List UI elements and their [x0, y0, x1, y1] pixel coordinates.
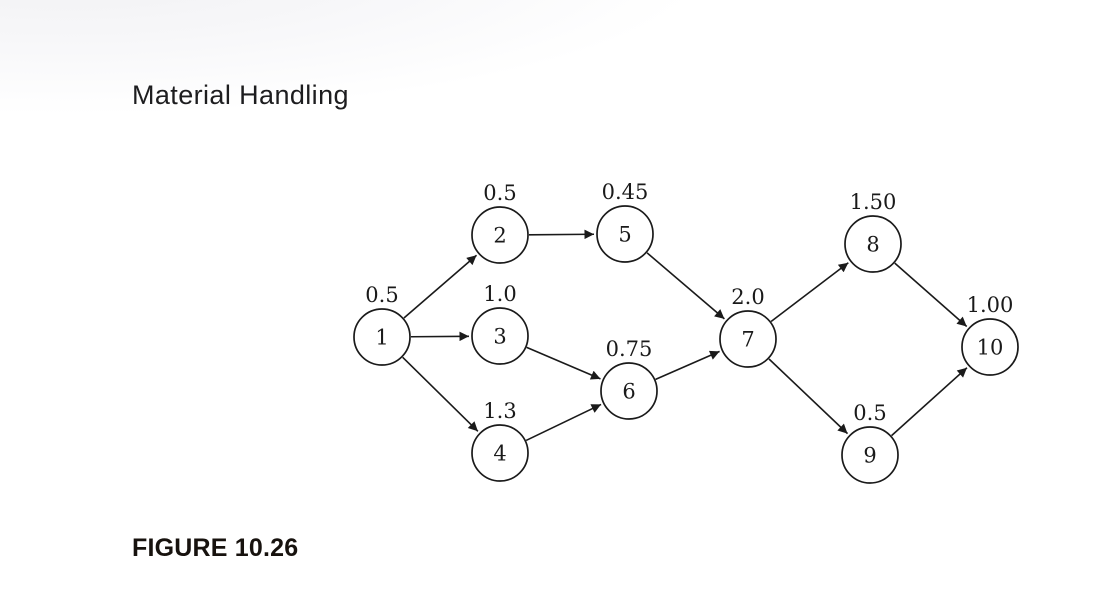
- edge-1-2: [403, 254, 478, 319]
- node-weight-2: 0.5: [483, 181, 516, 205]
- edge-4-6: [525, 403, 602, 442]
- node-circle-10: [961, 318, 1019, 376]
- node-circle-3: [471, 307, 529, 365]
- node-number-1: 1: [375, 326, 388, 350]
- node-weight-5: 0.45: [602, 180, 649, 204]
- edge-7-8: [770, 262, 849, 323]
- node-number-8: 8: [866, 233, 879, 257]
- node-number-7: 7: [741, 328, 754, 352]
- node-number-2: 2: [493, 224, 506, 248]
- edge-8-10: [894, 262, 968, 328]
- node-weight-3: 1.0: [483, 282, 516, 306]
- edge-9-10: [891, 367, 968, 437]
- node-number-4: 4: [493, 442, 506, 466]
- node-number-9: 9: [863, 444, 876, 468]
- node-number-5: 5: [618, 223, 631, 247]
- edge-2-5: [528, 229, 595, 240]
- edge-7-9: [768, 358, 849, 435]
- node-number-3: 3: [493, 325, 506, 349]
- edge-1-4: [402, 356, 479, 432]
- node-weight-9: 0.5: [853, 401, 886, 425]
- node-circle-8: [844, 215, 902, 273]
- node-weight-1: 0.5: [365, 283, 398, 307]
- node-number-6: 6: [622, 380, 635, 404]
- node-weight-10: 1.00: [967, 293, 1014, 317]
- page-title: Material Handling: [132, 80, 349, 110]
- node-circle-7: [719, 310, 777, 368]
- node-circle-2: [471, 206, 529, 264]
- node-circle-9: [841, 426, 899, 484]
- node-circle-6: [600, 362, 658, 420]
- node-weight-8: 1.50: [850, 190, 897, 214]
- node-circle-4: [471, 424, 529, 482]
- edge-6-7: [655, 350, 720, 381]
- edge-5-7: [646, 252, 725, 320]
- node-number-10: 10: [977, 336, 1004, 360]
- node-weight-4: 1.3: [483, 399, 516, 423]
- node-weight-6: 0.75: [606, 337, 653, 361]
- figure-caption: FIGURE 10.26: [132, 534, 299, 562]
- node-weight-7: 2.0: [731, 285, 764, 309]
- edge-3-6: [526, 346, 601, 380]
- node-circle-1: [353, 308, 411, 366]
- node-circle-5: [596, 205, 654, 263]
